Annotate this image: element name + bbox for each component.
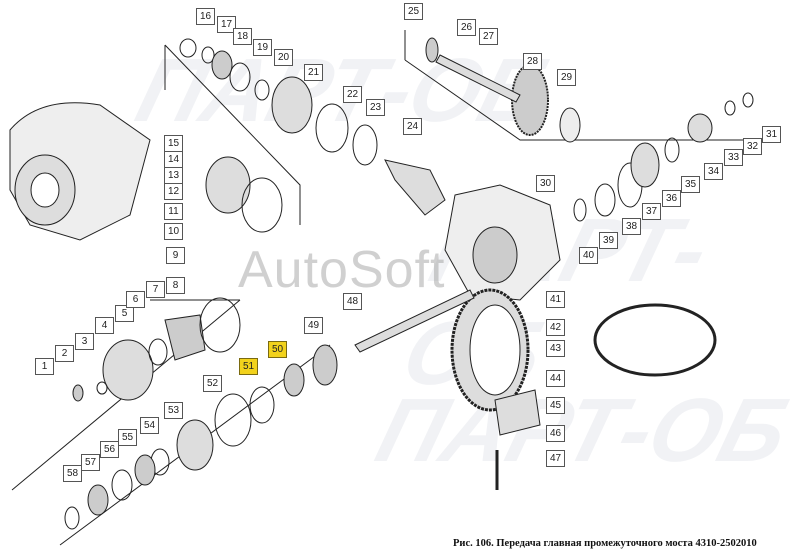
callout-55: 55 (118, 429, 137, 446)
callout-28: 28 (523, 53, 542, 70)
callout-17: 17 (217, 16, 236, 33)
callout-58: 58 (63, 465, 82, 482)
callout-15: 15 (164, 135, 183, 152)
callout-39: 39 (599, 232, 618, 249)
callout-49: 49 (304, 317, 323, 334)
callout-34: 34 (704, 163, 723, 180)
callout-47: 47 (546, 450, 565, 467)
callout-14: 14 (164, 151, 183, 168)
callout-19: 19 (253, 39, 272, 56)
callout-23: 23 (366, 99, 385, 116)
callout-13: 13 (164, 167, 183, 184)
callout-11: 11 (164, 203, 183, 220)
callout-31: 31 (762, 126, 781, 143)
callout-44: 44 (546, 370, 565, 387)
callout-51: 51 (239, 358, 258, 375)
callout-25: 25 (404, 3, 423, 20)
callout-50: 50 (268, 341, 287, 358)
axle-housing-left (9, 102, 151, 241)
callout-54: 54 (140, 417, 159, 434)
callout-18: 18 (233, 28, 252, 45)
figure-caption: Рис. 106. Передача главная промежуточног… (453, 538, 757, 549)
callout-22: 22 (343, 86, 362, 103)
callout-9: 9 (166, 247, 185, 264)
callout-8: 8 (166, 277, 185, 294)
callout-24: 24 (403, 118, 422, 135)
callout-37: 37 (642, 203, 661, 220)
callout-7: 7 (146, 281, 165, 298)
callout-6: 6 (126, 291, 145, 308)
callout-27: 27 (479, 28, 498, 45)
callout-48: 48 (343, 293, 362, 310)
callout-21: 21 (304, 64, 323, 81)
callout-42: 42 (546, 319, 565, 336)
callout-38: 38 (622, 218, 641, 235)
callout-16: 16 (196, 8, 215, 25)
callout-30: 30 (536, 175, 555, 192)
callout-32: 32 (743, 138, 762, 155)
callout-52: 52 (203, 375, 222, 392)
callout-1: 1 (35, 358, 54, 375)
callout-45: 45 (546, 397, 565, 414)
axle-housing-right (444, 184, 561, 301)
callout-4: 4 (95, 317, 114, 334)
callout-5: 5 (115, 305, 134, 322)
callout-53: 53 (164, 402, 183, 419)
callout-2: 2 (55, 345, 74, 362)
callout-3: 3 (75, 333, 94, 350)
callout-35: 35 (681, 176, 700, 193)
callout-20: 20 (274, 49, 293, 66)
callout-29: 29 (557, 69, 576, 86)
callout-46: 46 (546, 425, 565, 442)
callout-36: 36 (662, 190, 681, 207)
callout-10: 10 (164, 223, 183, 240)
callout-57: 57 (81, 454, 100, 471)
callout-41: 41 (546, 291, 565, 308)
callout-43: 43 (546, 340, 565, 357)
callout-12: 12 (164, 183, 183, 200)
callout-33: 33 (724, 149, 743, 166)
autosoft-watermark: AutoSoft (238, 241, 446, 299)
callout-26: 26 (457, 19, 476, 36)
callout-40: 40 (579, 247, 598, 264)
callout-56: 56 (100, 441, 119, 458)
